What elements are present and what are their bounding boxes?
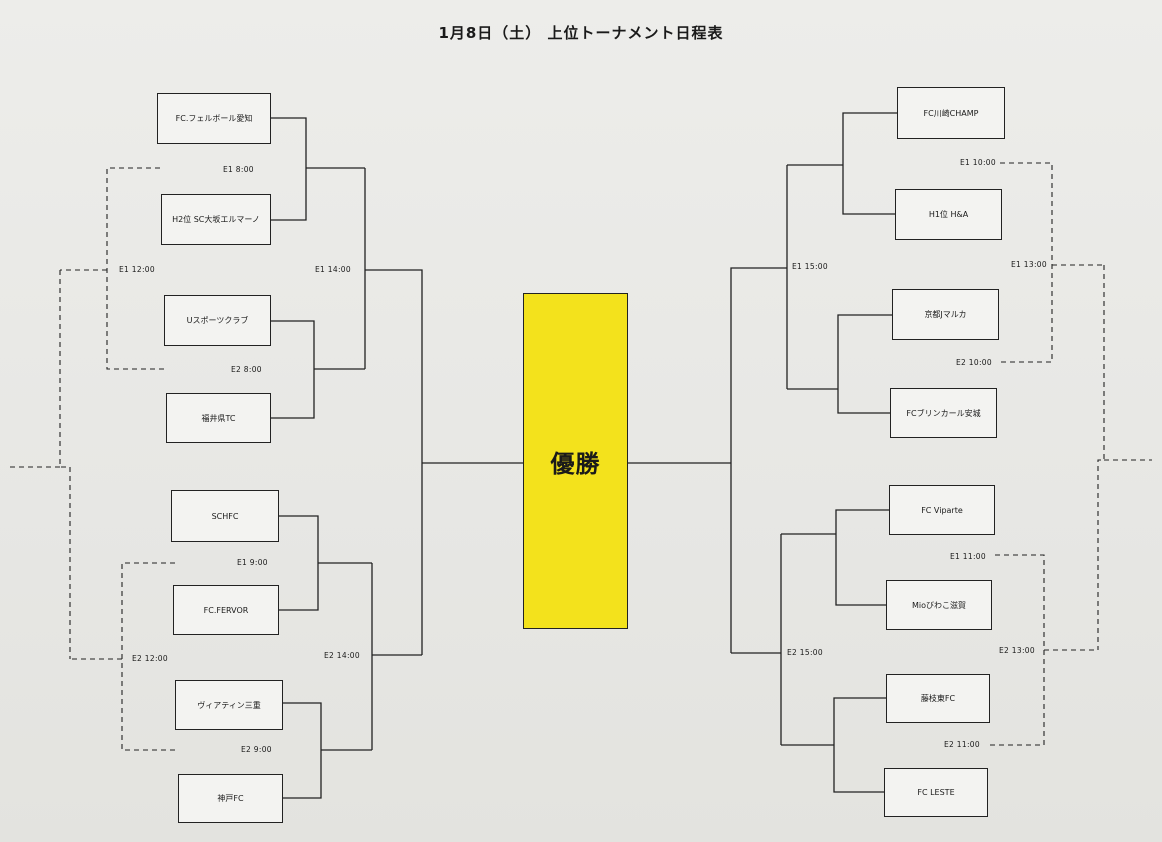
match-label: E2 11:00 xyxy=(944,740,980,749)
match-label: E1 13:00 xyxy=(1011,260,1047,269)
team-name: 神戸FC xyxy=(217,794,244,803)
team-box: FC川崎CHAMP xyxy=(897,87,1005,139)
team-box: ヴィアティン三重 xyxy=(175,680,283,730)
team-name: FC.フェルボール愛知 xyxy=(175,114,253,123)
team-box: SCHFC xyxy=(171,490,279,542)
team-box: FC.フェルボール愛知 xyxy=(157,93,271,144)
team-name: Uスポーツクラブ xyxy=(186,316,249,325)
match-label: E2 15:00 xyxy=(787,648,823,657)
connector-line xyxy=(271,320,315,419)
team-box: 京都Jマルカ xyxy=(892,289,999,340)
team-name: FC LESTE xyxy=(917,788,955,797)
match-label: E1 9:00 xyxy=(237,558,268,567)
team-name: FCブリンカール安城 xyxy=(906,408,981,418)
team-name: FC Viparte xyxy=(921,505,963,515)
loser-line xyxy=(106,167,165,370)
team-name: FC.FERVOR xyxy=(203,605,249,615)
team-box: FC.FERVOR xyxy=(173,585,279,635)
team-box: Mioびわこ滋賀 xyxy=(886,580,992,630)
team-name: 藤枝東FC xyxy=(920,694,956,703)
team-name: ヴィアティン三重 xyxy=(197,700,261,710)
team-box: FC LESTE xyxy=(884,768,988,817)
connector-line xyxy=(835,509,889,606)
connector-line xyxy=(271,117,307,221)
team-name: SCHFC xyxy=(211,511,239,521)
loser-line xyxy=(59,270,71,659)
champion-label: 優勝 xyxy=(550,449,601,478)
match-label: E1 8:00 xyxy=(223,165,254,174)
page-title: 1月8日（土） 上位トーナメント日程表 xyxy=(438,24,724,42)
team-box: 福井県TC xyxy=(166,393,271,443)
match-label: E2 13:00 xyxy=(999,646,1035,655)
team-name: FC川崎CHAMP xyxy=(923,108,979,118)
match-label: E1 11:00 xyxy=(950,552,986,561)
match-label: E1 12:00 xyxy=(119,265,155,274)
connector-line xyxy=(279,515,319,611)
team-box: FC Viparte xyxy=(889,485,995,535)
team-box: H1位 H&A xyxy=(895,189,1002,240)
team-box: FCブリンカール安城 xyxy=(890,388,997,438)
loser-line xyxy=(121,562,178,751)
team-name: H2位 SC大坂エルマーノ xyxy=(172,215,260,224)
team-box: Uスポーツクラブ xyxy=(164,295,271,346)
team-name: H1位 H&A xyxy=(928,210,969,219)
team-box: 藤枝東FC xyxy=(886,674,990,723)
match-label: E1 10:00 xyxy=(960,158,996,167)
match-label: E2 9:00 xyxy=(241,745,272,754)
team-name: Mioびわこ滋賀 xyxy=(911,600,967,610)
match-label: E2 8:00 xyxy=(231,365,262,374)
connector-line xyxy=(419,269,423,655)
match-label: E2 10:00 xyxy=(956,358,992,367)
team-name: 京都Jマルカ xyxy=(924,310,967,319)
match-label: E1 14:00 xyxy=(315,265,351,274)
team-name: 福井県TC xyxy=(201,413,236,423)
match-label: E2 14:00 xyxy=(324,651,360,660)
champion-box: 優勝 xyxy=(523,293,628,629)
team-box: H2位 SC大坂エルマーノ xyxy=(161,194,271,245)
connector-line xyxy=(837,314,892,414)
connector-line xyxy=(833,697,886,793)
team-box: 神戸FC xyxy=(178,774,283,823)
match-label: E2 12:00 xyxy=(132,654,168,663)
connector-line xyxy=(283,702,322,799)
loser-line xyxy=(1097,265,1105,650)
connector-line xyxy=(842,112,897,215)
connector-line xyxy=(730,267,735,653)
match-label: E1 15:00 xyxy=(792,262,828,271)
